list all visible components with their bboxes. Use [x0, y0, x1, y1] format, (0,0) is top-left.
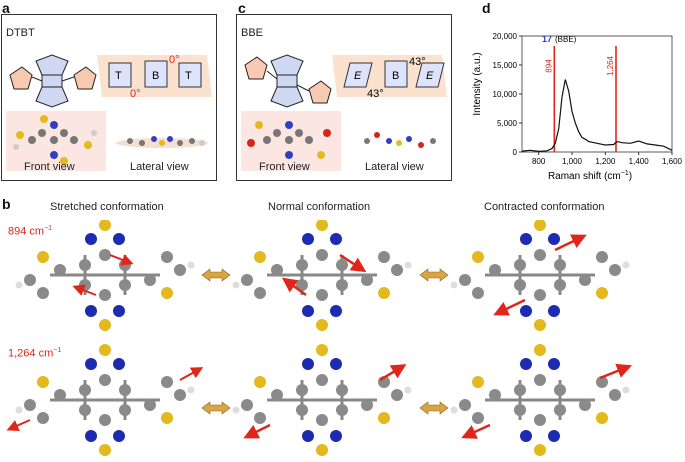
schematic-a-center: B [152, 70, 159, 82]
lateral-view-label-c: Lateral view [365, 161, 424, 173]
front-view-molecule-c [247, 121, 331, 159]
x-tick-label: 1,600 [662, 157, 682, 166]
conformation-title-normal: Normal conformation [268, 201, 371, 213]
conformation-title-contracted: Contracted conformation [484, 201, 605, 213]
double-arrow-icon [201, 268, 231, 282]
legend-number: 17 [542, 34, 552, 44]
panel-a-box: DTBT T B T 0° 0° [1, 14, 217, 181]
double-arrow-icon [201, 401, 231, 415]
marker-label: 894 [544, 59, 553, 73]
vibration-mode-molecules [6, 220, 632, 458]
panel-letter-b: b [2, 196, 11, 212]
mode-label-894: 894 cm−1 [8, 225, 53, 238]
schematic-a-left: T [115, 70, 122, 82]
angle-c-bottom: 43° [367, 88, 384, 100]
panel-letter-c: c [238, 0, 246, 16]
front-view-molecule-a [13, 115, 97, 165]
x-tick-label: 1,000 [562, 157, 583, 166]
panel-letter-a: a [2, 0, 10, 16]
front-view-label-c: Front view [259, 161, 310, 173]
y-tick-label: 0 [513, 148, 518, 157]
angle-a-top: 0° [169, 54, 180, 66]
front-view-label-a: Front view [24, 161, 75, 173]
double-arrow-icon [419, 268, 449, 282]
schematic-c-center: B [392, 70, 399, 82]
panel-c-box: BBE E B E 43° 43° Front vie [236, 14, 452, 181]
marker-label: 1,264 [606, 55, 615, 76]
y-tick-label: 20,000 [493, 32, 518, 41]
x-tick-label: 1,400 [629, 157, 650, 166]
molecule-name-bbe: BBE [241, 27, 264, 39]
plot-frame [521, 35, 673, 153]
molecule-name-dtbt: DTBT [6, 27, 35, 39]
bbe-structure: E B E 43° 43° [241, 54, 447, 171]
dtbt-structure: T B T 0° 0° [6, 54, 212, 171]
raman-spectrum-chart: 0 5,000 10,000 15,000 20,000 800 1,000 1,200 1,4… [472, 32, 682, 182]
schematic-a-right: T [185, 70, 192, 82]
lateral-view-molecule-c [364, 132, 436, 148]
x-axis-label: Raman shift (cm−1) [548, 170, 632, 182]
conformation-title-stretched: Stretched conformation [50, 201, 164, 213]
mode-label-1264: 1,264 cm−1 [8, 347, 62, 360]
lateral-view-molecule-a [116, 136, 208, 148]
series-line-bbe [521, 79, 673, 153]
y-tick-label: 15,000 [493, 61, 518, 70]
y-tick-label: 5,000 [497, 119, 518, 128]
x-tick-label: 800 [532, 157, 546, 166]
x-tick-label: 1,200 [595, 157, 616, 166]
panel-letter-d: d [482, 0, 491, 16]
angle-c-top: 43° [409, 56, 426, 68]
angle-a-bottom: 0° [130, 88, 141, 100]
lateral-view-label-a: Lateral view [130, 161, 189, 173]
schematic-c-left: E [354, 70, 362, 82]
y-axis-label: Intensity (a.u.) [472, 52, 483, 115]
y-tick-label: 10,000 [493, 90, 518, 99]
schematic-c-right: E [426, 70, 434, 82]
double-arrow-icon [419, 401, 449, 415]
legend-text: (BBE) [555, 35, 577, 44]
